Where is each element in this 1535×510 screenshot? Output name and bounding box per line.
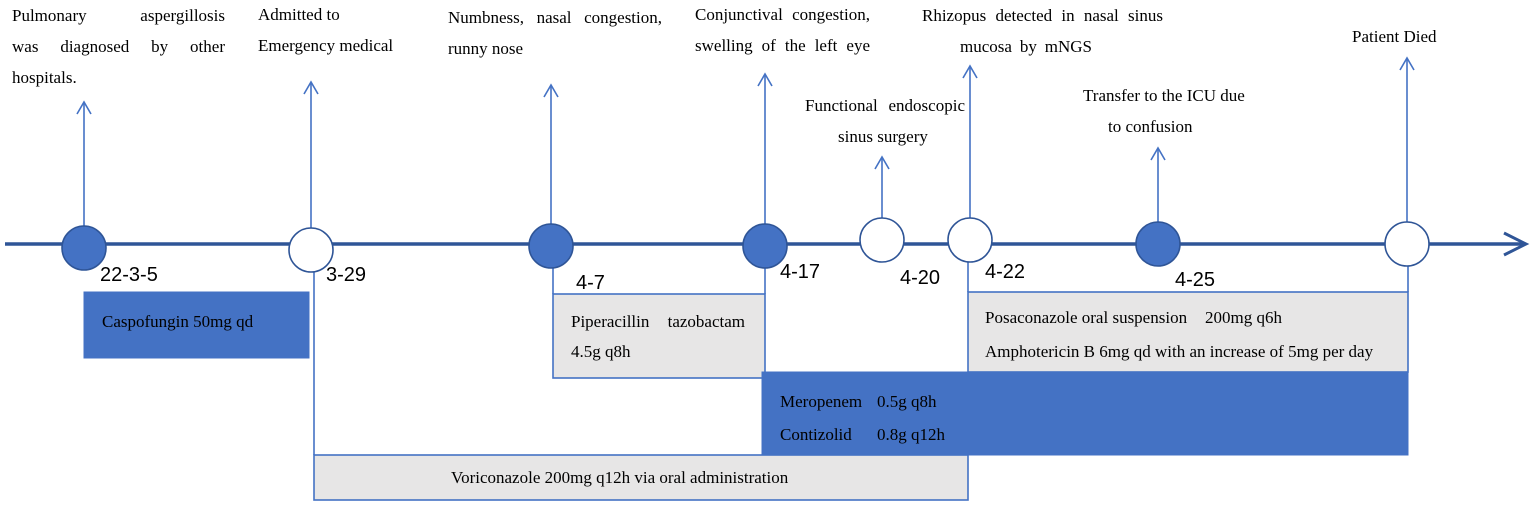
note-line: Numbness, nasal congestion,: [448, 8, 662, 27]
note-line: was diagnosed by other: [12, 37, 225, 56]
event-note-1: Pulmonary aspergillosis was diagnosed by…: [12, 0, 225, 93]
treatment-line: Caspofungin 50mg qd: [102, 312, 254, 331]
arrow-head: [874, 155, 890, 170]
treatment-text-meropenem: Meropenem 0.5g q8h Contizolid 0.8g q12h: [780, 385, 945, 451]
treatment-line: Contizolid 0.8g q12h: [780, 418, 945, 451]
note-line: Conjunctival congestion,: [695, 5, 870, 24]
event-marker-2: [288, 227, 334, 273]
note-line: runny nose: [448, 39, 524, 58]
note-line: to confusion: [1108, 117, 1193, 136]
arrow-head: [303, 80, 319, 95]
treatment-text-caspofungin: Caspofungin 50mg qd: [102, 307, 253, 337]
event-date-7: 4-25: [1175, 269, 1216, 291]
event-arrow-2: [303, 80, 319, 228]
note-line: swelling of the left eye: [695, 36, 870, 55]
note-line: Pulmonary aspergillosis: [12, 6, 225, 25]
drug-dose: 0.8g q12h: [877, 425, 945, 444]
event-arrow-1: [76, 100, 92, 226]
event-arrow-4: [757, 72, 773, 224]
event-marker-8: [1384, 221, 1430, 267]
event-date-1: 22-3-5: [100, 264, 158, 286]
event-arrow-5: [874, 155, 890, 218]
treatment-line: Meropenem 0.5g q8h: [780, 385, 937, 418]
drug-dose: 200mg q6h: [1205, 308, 1282, 327]
event-date-3: 4-7: [576, 272, 605, 294]
treatment-text-piperacillin: Piperacillin tazobactam 4.5g q8h: [571, 307, 745, 367]
arrow-head: [543, 83, 559, 98]
event-date-4: 4-17: [780, 261, 821, 283]
treatment-line: Amphotericin B 6mg qd with an increase o…: [985, 342, 1374, 361]
arrow-head: [1399, 56, 1415, 71]
note-line: sinus surgery: [838, 127, 928, 146]
event-marker-5: [859, 217, 905, 263]
event-marker-6: [947, 217, 993, 263]
treatment-line: Posaconazole oral suspension 200mg q6h: [985, 301, 1373, 335]
arrow-head: [76, 100, 92, 115]
event-arrow-6: [962, 64, 978, 218]
arrow-head: [757, 72, 773, 87]
drug-name: Posaconazole oral suspension: [985, 308, 1188, 327]
note-line: Patient Died: [1352, 27, 1437, 46]
note-line: Functional endoscopic: [805, 96, 965, 115]
event-note-4: Conjunctival congestion, swelling of the…: [695, 0, 870, 61]
event-marker-4: [742, 223, 788, 269]
event-arrow-7: [1150, 146, 1166, 222]
drug-name: Contizolid: [780, 425, 852, 444]
note-line: Rhizopus detected in nasal sinus: [922, 6, 1163, 25]
note-line: hospitals.: [12, 68, 77, 87]
note-line: mucosa by mNGS: [960, 37, 1092, 56]
treatment-box-meropenem: [761, 371, 1409, 456]
event-note-8: Patient Died: [1352, 21, 1437, 52]
drug-dose: 0.5g q8h: [877, 392, 937, 411]
treatment-box-voriconazole: [313, 454, 969, 501]
event-arrow-8: [1399, 56, 1415, 222]
treatment-text-posaconazole: Posaconazole oral suspension 200mg q6h A…: [985, 301, 1373, 369]
event-marker-7: [1135, 221, 1181, 267]
timeline-end-arrowhead: [1503, 231, 1530, 257]
note-line: Admitted to: [258, 5, 340, 24]
event-note-6: Rhizopus detected in nasal sinus mucosa …: [922, 0, 1163, 62]
event-marker-3: [528, 223, 574, 269]
event-note-5: Functional endoscopic sinus surgery: [805, 90, 965, 152]
treatment-text-voriconazole: Voriconazole 200mg q12h via oral adminis…: [451, 463, 788, 493]
treatment-box-caspofungin: [83, 291, 310, 359]
drug-name: Meropenem: [780, 392, 863, 411]
treatment-line: Voriconazole 200mg q12h via oral adminis…: [451, 468, 789, 487]
treatment-line: Piperacillin tazobactam: [571, 312, 745, 331]
event-note-3: Numbness, nasal congestion, runny nose: [448, 2, 662, 64]
treatment-line: 4.5g q8h: [571, 342, 631, 361]
treatment-box-piperacillin: [552, 293, 766, 379]
note-line: Transfer to the ICU due: [1083, 86, 1245, 105]
event-note-2: Admitted to Emergency medical: [258, 0, 393, 61]
treatment-box-posaconazole: [967, 291, 1409, 373]
arrow-head: [962, 64, 978, 79]
event-arrow-3: [543, 83, 559, 224]
event-date-5: 4-20: [900, 267, 941, 289]
arrow-head: [1150, 146, 1166, 161]
event-note-7: Transfer to the ICU due to confusion: [1083, 80, 1245, 142]
event-marker-1: [61, 225, 107, 271]
note-line: Emergency medical: [258, 36, 394, 55]
event-date-2: 3-29: [326, 264, 367, 286]
event-date-6: 4-22: [985, 261, 1026, 283]
